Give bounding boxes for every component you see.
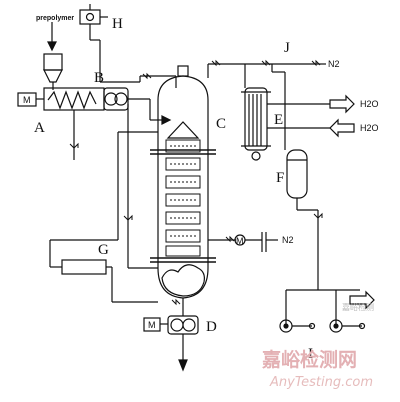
n2-top-label: N2 bbox=[328, 59, 340, 69]
feed-vessel-h bbox=[79, 4, 108, 40]
screw-feeder bbox=[36, 87, 129, 111]
watermark-small: 嘉峪检测 bbox=[342, 302, 374, 312]
label-b: B bbox=[94, 70, 104, 86]
label-h: H bbox=[112, 16, 123, 32]
watermark-brand-en: AnyTesting.com bbox=[269, 375, 373, 390]
h2o-outlet-label: H2O bbox=[360, 99, 379, 109]
label-e: E bbox=[274, 112, 283, 128]
line-a-recycle bbox=[73, 104, 158, 269]
h2o-outlet-arrow bbox=[329, 94, 355, 114]
label-d: D bbox=[206, 319, 217, 335]
overhead-line-j bbox=[207, 63, 326, 150]
label-a: A bbox=[34, 120, 45, 136]
condenser-e bbox=[241, 87, 330, 161]
motor-a-label: M bbox=[23, 95, 31, 105]
prepolymer-feed-arrow bbox=[47, 22, 57, 52]
label-f: F bbox=[276, 170, 284, 186]
vacuum-pumps-i bbox=[279, 289, 375, 333]
line-b-to-column bbox=[128, 98, 172, 125]
label-c: C bbox=[216, 116, 226, 132]
motor-side-label: M bbox=[236, 236, 244, 246]
valves bbox=[69, 59, 323, 306]
label-g: G bbox=[98, 242, 109, 258]
motor-a bbox=[17, 92, 37, 107]
side-pump-motor bbox=[208, 232, 278, 252]
h2o-inlet-label: H2O bbox=[360, 123, 379, 133]
label-j: J bbox=[284, 40, 290, 56]
receiver-f bbox=[286, 149, 319, 290]
recycle-tank-g bbox=[49, 131, 158, 303]
prepolymer-label: prepolymer bbox=[36, 15, 74, 22]
n2-side-label: N2 bbox=[282, 235, 294, 245]
reactor-column-c bbox=[150, 65, 216, 316]
label-i: I bbox=[308, 346, 313, 362]
motor-d-label: M bbox=[148, 320, 156, 330]
line-h-to-column bbox=[90, 39, 177, 88]
watermark-brand-cn: 嘉峪检测网 bbox=[261, 348, 357, 371]
hopper-a bbox=[43, 53, 63, 90]
h2o-inlet-arrow bbox=[329, 118, 355, 138]
discharge-pump-d bbox=[143, 315, 199, 372]
